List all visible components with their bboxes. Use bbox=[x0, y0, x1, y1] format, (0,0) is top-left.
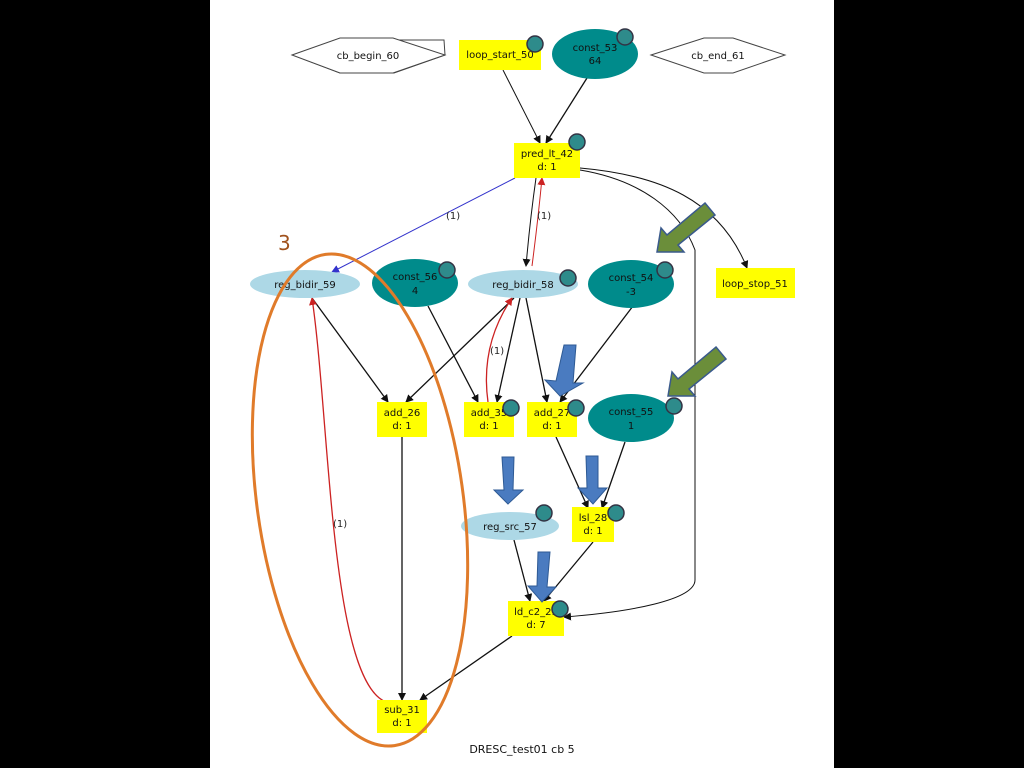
node-lsl-28: lsl_28 d: 1 bbox=[572, 504, 625, 542]
node-const-53: const_53 64 bbox=[552, 28, 638, 79]
node-label: loop_stop_51 bbox=[722, 279, 788, 290]
annotation-orange-ellipse bbox=[250, 252, 470, 748]
edge-pred-loopstop bbox=[579, 167, 749, 269]
status-icon bbox=[607, 504, 625, 522]
node-label: pred_lt_42 bbox=[521, 149, 573, 160]
node-label: reg_bidir_59 bbox=[274, 280, 335, 291]
node-reg-bidir-59: reg_bidir_59 bbox=[250, 270, 360, 298]
status-icon bbox=[656, 261, 674, 279]
status-icon bbox=[438, 261, 456, 279]
status-icon bbox=[568, 133, 586, 151]
node-value: d: 1 bbox=[392, 718, 411, 729]
node-const-55: const_55 1 bbox=[588, 394, 683, 442]
node-label: add_35 bbox=[471, 408, 508, 419]
edge-const55-lsl28 bbox=[600, 441, 626, 509]
node-label: add_27 bbox=[534, 408, 571, 419]
node-value: 4 bbox=[412, 286, 418, 297]
edge-reg58-add27 bbox=[525, 297, 550, 403]
node-value: 64 bbox=[589, 56, 602, 67]
edge-pred-reg59 bbox=[331, 177, 516, 273]
status-icon bbox=[535, 504, 553, 522]
node-loop-start-50: loop_start_50 bbox=[459, 35, 544, 70]
slide: (1) (1) (1) (1) cb_begin_60 loop_start_5… bbox=[210, 0, 834, 768]
annotation-blue-arrow-1 bbox=[543, 344, 585, 397]
node-add-35: add_35 d: 1 bbox=[464, 399, 520, 437]
edge-reg58-add26 bbox=[405, 297, 515, 403]
node-value: d: 1 bbox=[583, 526, 602, 537]
edge-add27-lsl28 bbox=[555, 436, 589, 509]
node-loop-stop-51: loop_stop_51 bbox=[716, 268, 795, 298]
node-const-54: const_54 -3 bbox=[588, 260, 674, 308]
edge-label-pred-reg59: (1) bbox=[446, 211, 460, 222]
node-cb-end-61: cb_end_61 bbox=[649, 37, 787, 74]
annotation-number: 3 bbox=[278, 231, 291, 255]
edge-add35-reg58 bbox=[485, 297, 513, 403]
edge-reg58-pred bbox=[531, 177, 546, 267]
node-pred-lt-42: pred_lt_42 d: 1 bbox=[514, 133, 586, 178]
node-label: const_56 bbox=[393, 272, 438, 283]
node-value: 1 bbox=[628, 421, 634, 432]
node-value: d: 1 bbox=[479, 421, 498, 432]
status-icon bbox=[502, 399, 520, 417]
annotation-green-arrow-1 bbox=[656, 201, 717, 253]
edge-loopstart-pred bbox=[502, 69, 541, 144]
node-value: d: 1 bbox=[542, 421, 561, 432]
diagram-caption: DRESC_test01 cb 5 bbox=[469, 743, 574, 756]
node-label: const_53 bbox=[573, 43, 618, 54]
edge-const53-pred bbox=[545, 77, 588, 144]
node-ld-c2-29: ld_c2_29 d: 7 bbox=[508, 600, 569, 636]
status-icon bbox=[616, 28, 634, 46]
node-label: const_55 bbox=[609, 407, 654, 418]
status-icon bbox=[567, 399, 585, 417]
edge-label-sub31-reg59: (1) bbox=[333, 519, 347, 530]
annotation-blue-arrow-4 bbox=[526, 551, 558, 603]
edge-pred-ldc2 bbox=[563, 169, 696, 621]
node-sub-31: sub_31 d: 1 bbox=[377, 700, 427, 733]
node-value: d: 1 bbox=[392, 421, 411, 432]
node-label: ld_c2_29 bbox=[514, 607, 558, 618]
edge-reg59-add26 bbox=[311, 297, 389, 403]
edge-ldc2-sub31 bbox=[419, 635, 513, 701]
nodes: cb_begin_60 loop_start_50 const_53 64 cb… bbox=[250, 28, 795, 733]
node-label: loop_start_50 bbox=[466, 50, 533, 61]
node-label: const_54 bbox=[609, 273, 654, 284]
status-icon bbox=[559, 269, 577, 287]
edge-label-add35-reg58: (1) bbox=[490, 346, 504, 357]
node-value: d: 1 bbox=[537, 162, 556, 173]
edge-regsrc-ldc2 bbox=[513, 539, 533, 602]
node-label: cb_begin_60 bbox=[337, 51, 400, 62]
node-value: d: 7 bbox=[526, 620, 545, 631]
node-value: -3 bbox=[626, 287, 636, 298]
annotation-green-arrow-2 bbox=[667, 345, 728, 397]
edge-label-reg58-pred: (1) bbox=[537, 211, 551, 222]
node-label: lsl_28 bbox=[579, 513, 608, 524]
edge-const56-add35 bbox=[427, 305, 479, 403]
node-add-27: add_27 d: 1 bbox=[527, 399, 585, 437]
node-cb-begin-60: cb_begin_60 bbox=[290, 37, 447, 74]
annotation-blue-arrow-2 bbox=[492, 456, 525, 505]
node-add-26: add_26 d: 1 bbox=[377, 402, 427, 437]
status-icon bbox=[551, 600, 569, 618]
status-icon bbox=[665, 397, 683, 415]
dataflow-graph: (1) (1) (1) (1) cb_begin_60 loop_start_5… bbox=[250, 28, 795, 756]
edge-reg58-add35 bbox=[494, 297, 521, 403]
edge-pred-reg58 bbox=[522, 177, 537, 267]
node-label: reg_bidir_58 bbox=[492, 280, 553, 291]
node-label: reg_src_57 bbox=[483, 522, 537, 533]
node-label: add_26 bbox=[384, 408, 421, 419]
status-icon bbox=[526, 35, 544, 53]
node-reg-bidir-58: reg_bidir_58 bbox=[468, 269, 578, 298]
annotation-blue-arrow-3 bbox=[576, 455, 609, 505]
node-label: cb_end_61 bbox=[691, 51, 744, 62]
node-reg-src-57: reg_src_57 bbox=[461, 504, 559, 540]
edge-sub31-reg59 bbox=[309, 297, 387, 703]
node-label: sub_31 bbox=[384, 705, 420, 716]
